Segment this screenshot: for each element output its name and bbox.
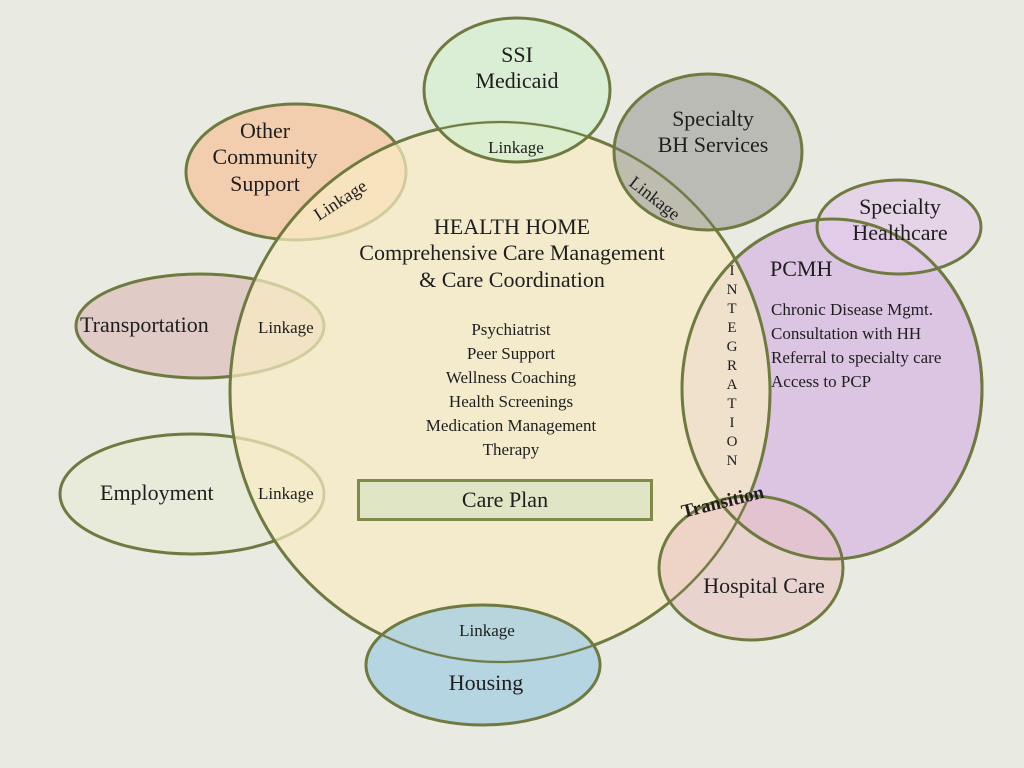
health-home-title-line3: & Care Coordination bbox=[419, 266, 605, 292]
integration-label: I N T E G R A T I O N bbox=[721, 262, 743, 471]
integration-letter: I bbox=[729, 415, 735, 431]
service-item: Wellness Coaching bbox=[445, 368, 577, 387]
transportation-linkage: Linkage bbox=[258, 318, 314, 337]
integration-letter: E bbox=[727, 320, 737, 336]
ssi-linkage: Linkage bbox=[488, 138, 544, 157]
specialty-healthcare-line1: Specialty bbox=[859, 194, 941, 219]
housing-label: Housing bbox=[448, 670, 524, 695]
transportation-label: Transportation bbox=[80, 312, 209, 337]
pcmh-item: Access to PCP bbox=[771, 372, 872, 391]
specialty-healthcare-label: Specialty Healthcare bbox=[830, 194, 970, 247]
hospital-care-label: Hospital Care bbox=[703, 573, 825, 598]
other-community-line1: Other bbox=[239, 118, 291, 143]
integration-letter: T bbox=[727, 396, 737, 412]
care-plan-box: Care Plan bbox=[357, 479, 653, 521]
health-home-outline bbox=[229, 121, 771, 663]
service-item: Health Screenings bbox=[448, 392, 574, 411]
pcmh-list: Chronic Disease Mgmt. Consultation with … bbox=[771, 298, 941, 394]
integration-letter: G bbox=[726, 339, 738, 355]
ssi-line1: SSI bbox=[501, 42, 533, 67]
services-list: Psychiatrist Peer Support Wellness Coach… bbox=[376, 318, 646, 462]
integration-letter: N bbox=[726, 453, 738, 469]
service-item: Medication Management bbox=[425, 416, 597, 435]
integration-letter: I bbox=[729, 263, 735, 279]
pcmh-item: Referral to specialty care bbox=[771, 348, 942, 367]
ssi-medicaid-ellipse bbox=[422, 16, 612, 164]
ssi-line2: Medicaid bbox=[475, 68, 559, 94]
other-community-line3: Support bbox=[230, 170, 300, 196]
specialty-bh-line1: Specialty bbox=[672, 106, 754, 131]
service-item: Psychiatrist bbox=[471, 320, 551, 339]
hospital-ellipse bbox=[657, 494, 845, 642]
pcmh-title: PCMH bbox=[770, 256, 833, 281]
health-home-title: HEALTH HOME Comprehensive Care Managemen… bbox=[312, 214, 712, 293]
integration-letter: N bbox=[726, 282, 738, 298]
pcmh-item: Consultation with HH bbox=[771, 324, 922, 343]
specialty-bh-line2: BH Services bbox=[657, 132, 769, 158]
service-item: Therapy bbox=[482, 440, 540, 459]
employment-linkage: Linkage bbox=[258, 484, 314, 503]
integration-letter: A bbox=[726, 377, 738, 393]
specialty-healthcare-line2: Healthcare bbox=[852, 220, 948, 246]
health-home-title-line1: HEALTH HOME bbox=[433, 214, 591, 239]
integration-letter: T bbox=[727, 301, 737, 317]
specialty-bh-ellipse bbox=[612, 72, 804, 232]
health-home-title-line2: Comprehensive Care Management bbox=[359, 240, 665, 266]
housing-ellipse bbox=[364, 603, 602, 727]
integration-letter: R bbox=[726, 358, 737, 374]
service-item: Peer Support bbox=[466, 344, 556, 363]
pcmh-outline bbox=[680, 217, 984, 561]
pcmh-item: Chronic Disease Mgmt. bbox=[771, 300, 933, 319]
other-community-line2: Community bbox=[212, 144, 318, 170]
employment-label: Employment bbox=[100, 480, 214, 505]
ssi-label: SSI Medicaid bbox=[467, 42, 567, 95]
specialty-bh-label: Specialty BH Services bbox=[638, 106, 788, 159]
specialty-healthcare-ellipse bbox=[815, 178, 983, 276]
other-community-label: Other Community Support bbox=[190, 118, 340, 197]
integration-letter: O bbox=[726, 434, 738, 450]
housing-linkage: Linkage bbox=[459, 621, 515, 640]
